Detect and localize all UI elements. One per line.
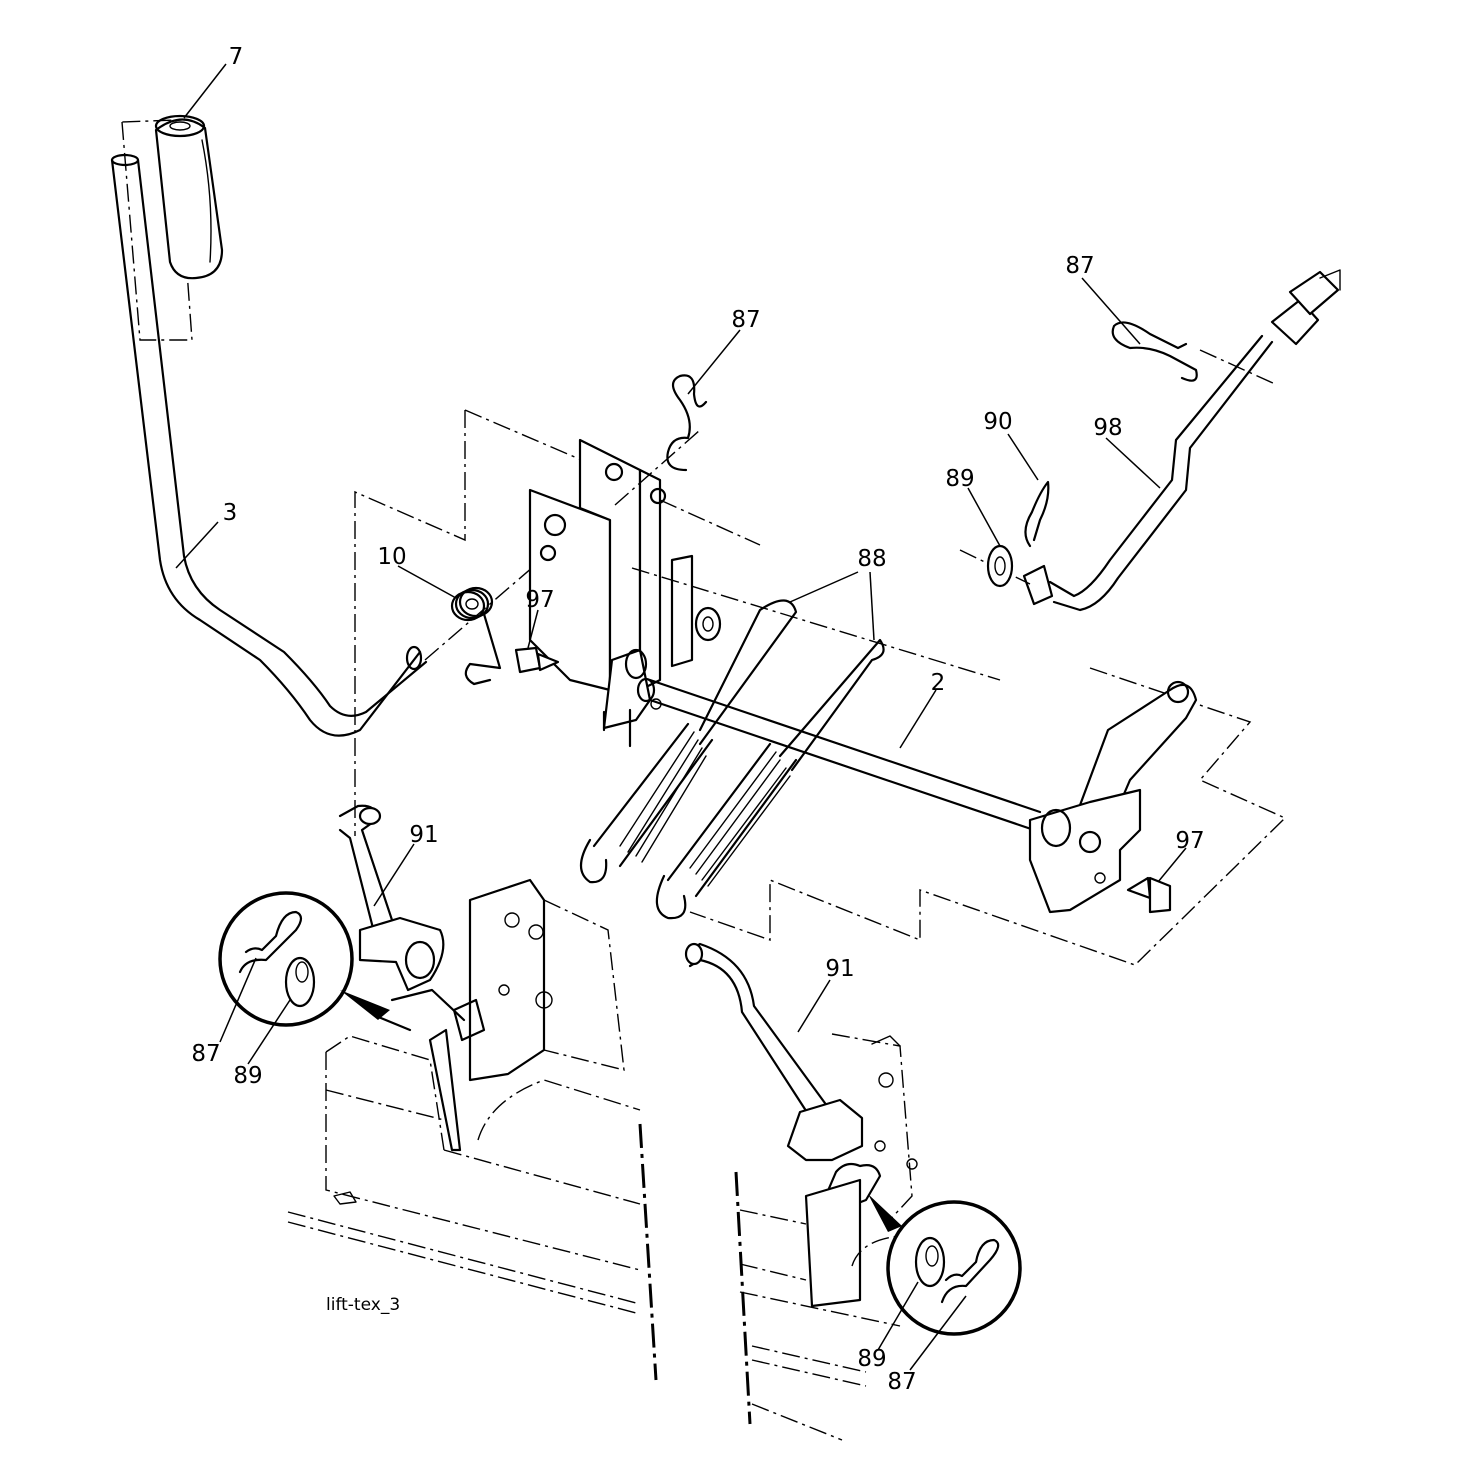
callout-89-left-detail: 89 (233, 1063, 262, 1089)
detail-magnifier-right (868, 1194, 1022, 1336)
callout-88: 88 (857, 546, 886, 572)
lift-link-right (684, 942, 882, 1212)
callout-87-right-detail: 87 (887, 1369, 916, 1395)
callout-87-left-detail: 87 (191, 1041, 220, 1067)
callout-97-right: 97 (1175, 828, 1204, 854)
leader-lines (175, 63, 1187, 1371)
deck-hanger-right (804, 1033, 918, 1308)
extension-springs (579, 599, 885, 920)
adjustment-rod (959, 269, 1341, 612)
spring-coil-right (655, 742, 798, 920)
callout-97-left: 97 (525, 587, 554, 613)
cross-shaft (631, 567, 1042, 834)
callout-98: 98 (1093, 415, 1122, 441)
lift-lever-rod (110, 153, 428, 737)
callout-10: 10 (377, 544, 406, 570)
callout-90: 90 (983, 409, 1012, 435)
torsion-spring (450, 586, 502, 686)
callout-3: 3 (223, 500, 238, 526)
callout-2: 2 (931, 670, 946, 696)
callout-numbers: 7 3 87 87 90 98 89 10 97 88 2 91 97 91 8… (191, 44, 1204, 1395)
hairpin-clip-upper-right (1111, 321, 1198, 382)
callout-87-upper: 87 (731, 307, 760, 333)
mower-deck-right (734, 1171, 901, 1441)
mower-deck-left (287, 1035, 658, 1381)
callout-7: 7 (229, 44, 244, 70)
lift-bracket-right (689, 667, 1287, 966)
detail-magnifier-left (218, 891, 412, 1032)
bolt-right (1126, 876, 1172, 914)
callout-89-upper: 89 (945, 466, 974, 492)
bolt-left (514, 646, 560, 674)
callout-89-right-detail: 89 (857, 1346, 886, 1372)
callout-91-left: 91 (409, 822, 438, 848)
hairpin-clip-upper (614, 374, 708, 506)
spring-coil-left (579, 722, 714, 884)
lift-link-left (338, 804, 466, 1022)
callout-87-upper-right: 87 (1065, 253, 1094, 279)
handle-grip (121, 114, 224, 341)
lift-bracket (354, 409, 761, 836)
figure-label: lift-tex_3 (326, 1295, 400, 1315)
deck-hanger-left (428, 878, 625, 1152)
callout-91-right: 91 (825, 956, 854, 982)
